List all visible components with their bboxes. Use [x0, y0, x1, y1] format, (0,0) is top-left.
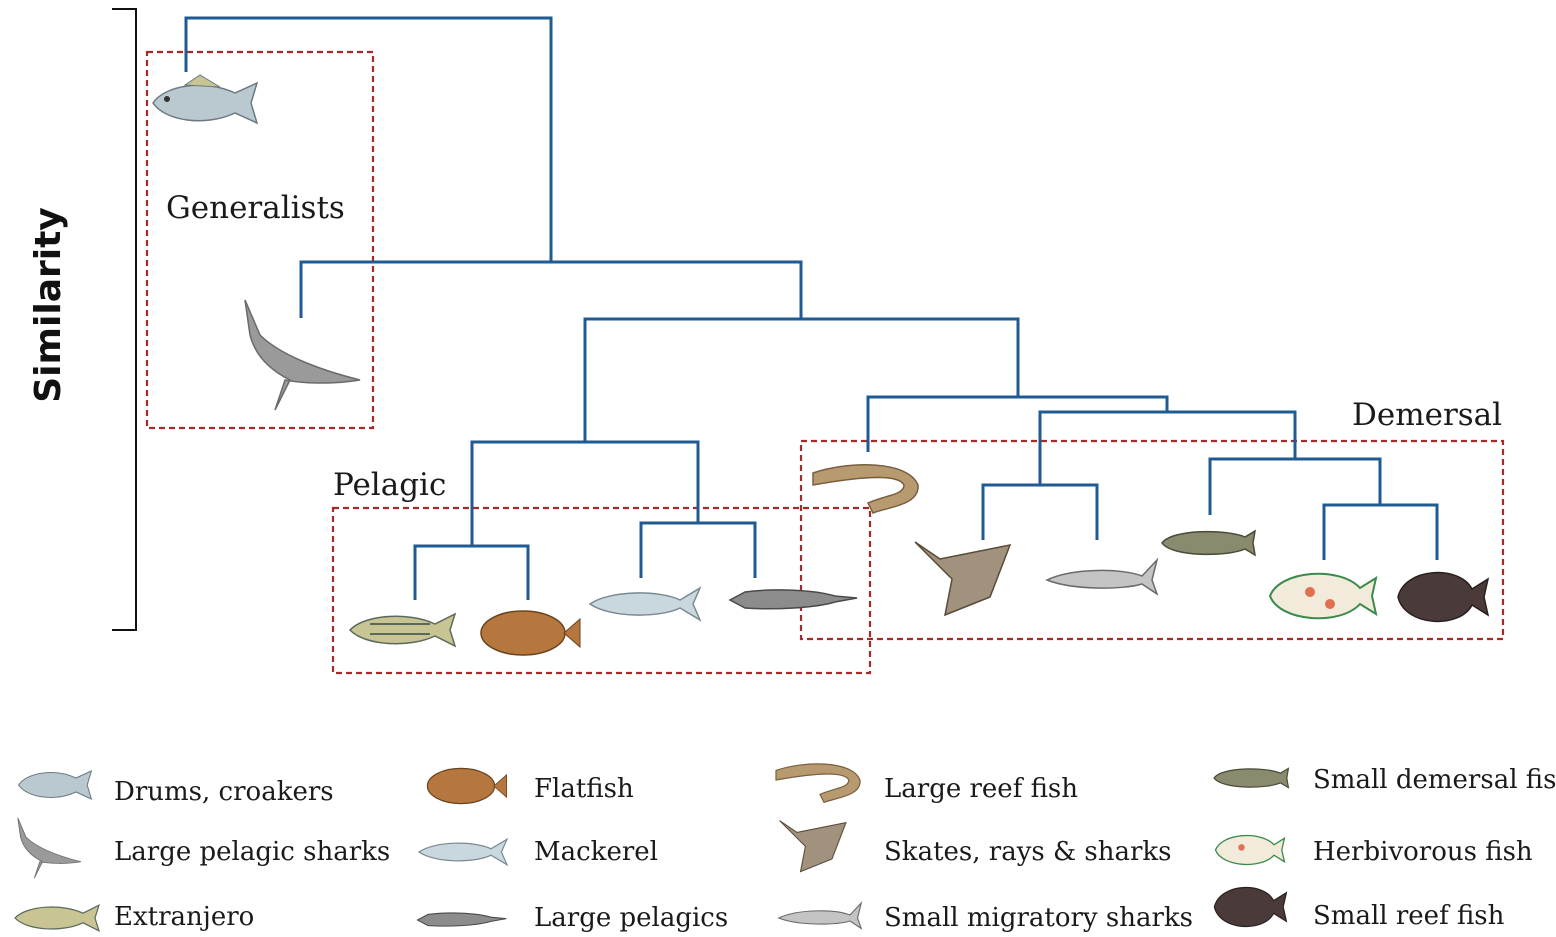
legend-item: Large reef fish: [776, 764, 1078, 804]
eel-icon: [776, 764, 860, 803]
drum-fish-icon: [153, 75, 257, 123]
legend-item: Large pelagic sharks: [18, 818, 391, 879]
ray-icon: [915, 542, 1010, 615]
drum-fish-icon: [19, 771, 92, 799]
legend-item: Large pelagics: [418, 903, 729, 933]
flatfish-icon: [481, 611, 580, 655]
legend-item: Small migratory sharks: [779, 903, 1193, 933]
parrotfish-icon: [1270, 574, 1376, 619]
legend-label: Drums, croakers: [114, 777, 334, 807]
legend-item: Skates, rays & sharks: [780, 821, 1172, 872]
legend-label: Large pelagics: [534, 903, 728, 933]
legend-item: Small demersal fish: [1214, 765, 1556, 795]
legend-item: Extranjero: [15, 902, 254, 932]
legend-item: Drums, croakers: [19, 771, 334, 807]
flatfish-icon: [427, 768, 506, 803]
legend-label: Mackerel: [534, 837, 658, 867]
damselfish-icon: [1398, 573, 1488, 622]
striped-fish-icon: [350, 614, 455, 646]
eel-icon: [813, 465, 918, 513]
mackerel-icon: [419, 839, 507, 865]
legend-label: Extranjero: [114, 902, 254, 932]
parrotfish-icon: [1216, 836, 1285, 865]
legend-item: Mackerel: [419, 837, 658, 867]
similarity-axis-title: Similarity: [28, 207, 69, 403]
legend-item: Flatfish: [427, 768, 634, 804]
goby-icon: [1162, 531, 1255, 555]
damselfish-icon: [1214, 887, 1286, 926]
demersal-group-box: [801, 441, 1503, 639]
ray-icon: [780, 821, 847, 872]
legend-label: Skates, rays & sharks: [884, 837, 1172, 867]
pelagic-label: Pelagic: [333, 467, 446, 503]
demersal-label: Demersal: [1352, 397, 1502, 433]
needlefish-icon: [730, 590, 857, 609]
needlefish-icon: [418, 913, 507, 926]
legend-label: Large pelagic sharks: [114, 837, 390, 867]
generalists-label: Generalists: [166, 190, 345, 226]
similarity-axis: Similarity: [28, 9, 136, 630]
legend: Drums, croakers Large pelagic sharks Ext…: [15, 764, 1556, 933]
legend-item: Small reef fish: [1214, 887, 1504, 931]
legend-label: Large reef fish: [884, 774, 1078, 804]
legend-label: Herbivorous fish: [1313, 837, 1533, 867]
legend-item: Herbivorous fish: [1216, 836, 1533, 867]
small-shark-icon: [779, 903, 862, 929]
legend-label: Small demersal fish: [1313, 765, 1556, 795]
goby-icon: [1214, 768, 1288, 787]
legend-label: Small migratory sharks: [884, 903, 1193, 933]
small-shark-icon: [1047, 560, 1157, 594]
legend-label: Small reef fish: [1313, 901, 1505, 931]
mackerel-icon: [590, 588, 700, 620]
shark-icon: [18, 818, 81, 879]
striped-fish-icon: [15, 905, 99, 931]
legend-label: Flatfish: [534, 774, 634, 804]
